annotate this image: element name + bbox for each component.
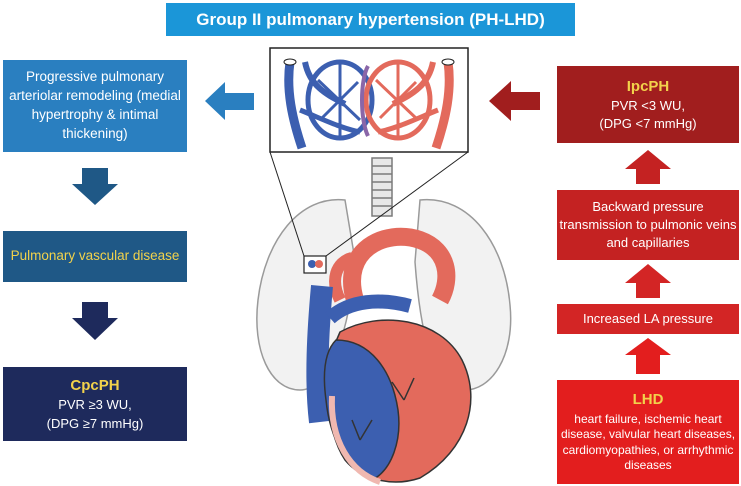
la-pressure-text: Increased LA pressure	[582, 310, 714, 326]
heart-illustration	[306, 227, 472, 485]
backward-pressure-text: Backward pressure transmission to pulmon…	[559, 198, 737, 251]
down-arrow-icon	[72, 168, 118, 205]
ipcph-box: IpcPH PVR <3 WU, (DPG <7 mmHg)	[557, 66, 739, 143]
up-arrow-icon	[625, 338, 671, 374]
trachea-illustration	[371, 157, 393, 217]
up-arrow-icon	[625, 150, 671, 184]
lhd-box: LHD heart failure, ischemic heart diseas…	[557, 380, 739, 484]
left-arrow-icon	[489, 81, 540, 121]
ipcph-dpg: (DPG <7 mmHg)	[599, 116, 697, 131]
zoom-line	[269, 151, 305, 257]
backward-pressure-box: Backward pressure transmission to pulmon…	[557, 190, 739, 260]
remodeling-text: Progressive pulmonary arteriolar remodel…	[9, 69, 181, 141]
up-arrow-icon	[625, 264, 671, 298]
la-pressure-box: Increased LA pressure	[557, 304, 739, 334]
vascular-disease-box: Pulmonary vascular disease	[3, 231, 187, 282]
diagram-title: Group II pulmonary hypertension (PH-LHD)	[166, 3, 575, 36]
capillary-network-illustration	[269, 47, 469, 153]
vascular-disease-text: Pulmonary vascular disease	[10, 248, 180, 264]
inset-artery-dot	[315, 260, 323, 268]
down-arrow-icon	[72, 302, 118, 340]
cpcph-dpg: (DPG ≥7 mmHg)	[46, 415, 144, 431]
lhd-causes: heart failure, ischemic heart disease, v…	[560, 411, 736, 473]
ipcph-pvr: PVR <3 WU,	[610, 97, 686, 113]
cpcph-box: CpcPH PVR ≥3 WU, (DPG ≥7 mmHg)	[3, 367, 187, 441]
ipcph-header: IpcPH	[626, 77, 670, 95]
inset-vein-dot	[308, 260, 316, 268]
cpcph-header: CpcPH	[70, 377, 120, 395]
lhd-header: LHD	[632, 391, 664, 409]
left-arrow-icon	[205, 82, 254, 120]
zoom-line	[325, 151, 469, 257]
cpcph-pvr: PVR ≥3 WU,	[58, 397, 132, 413]
remodeling-box: Progressive pulmonary arteriolar remodel…	[3, 60, 187, 152]
